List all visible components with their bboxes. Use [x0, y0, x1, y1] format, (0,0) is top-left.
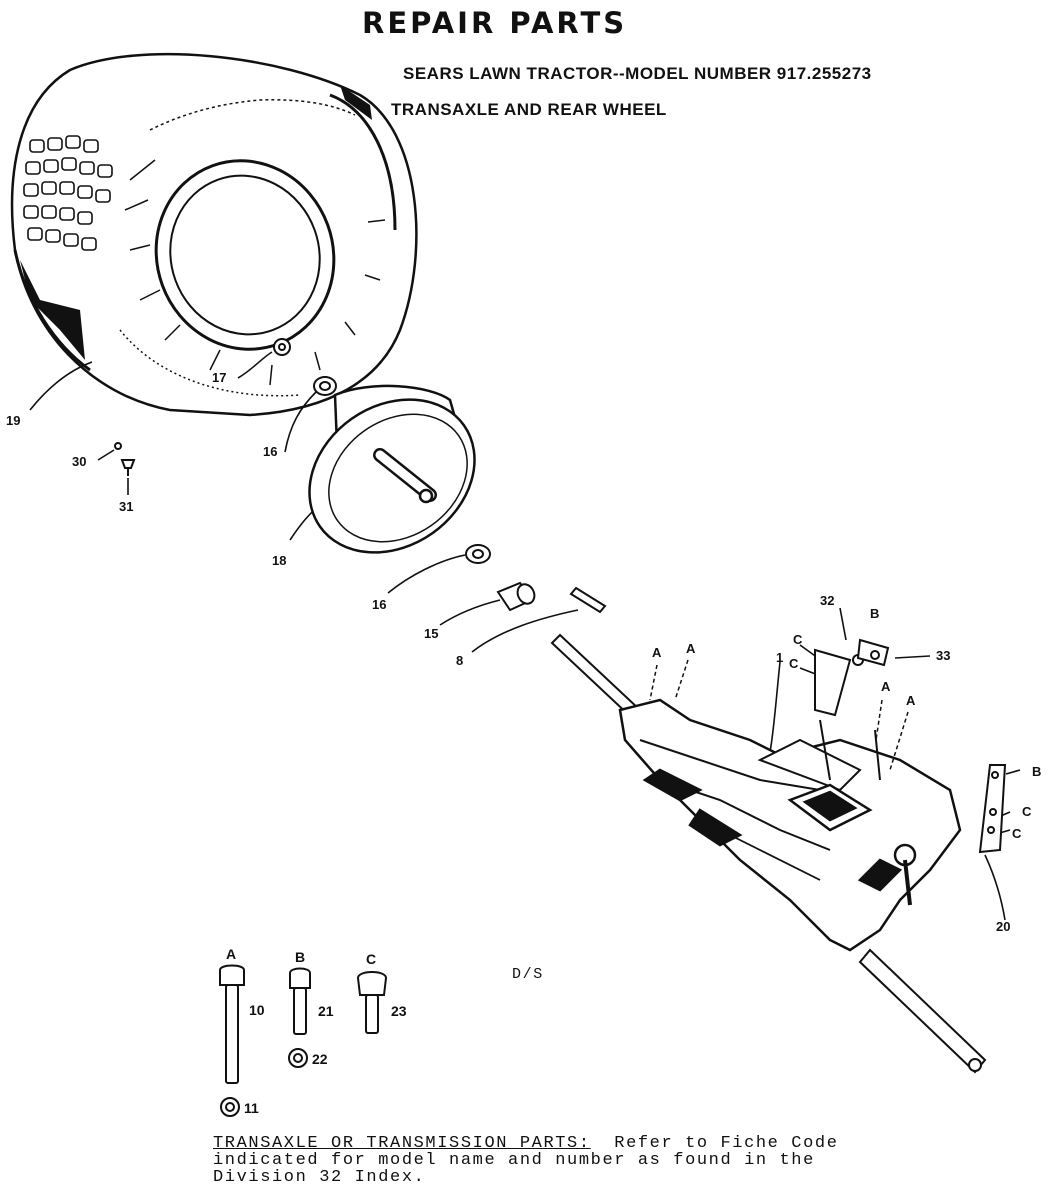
hardware-b-label: B — [295, 949, 306, 965]
callout-c-2: C — [789, 656, 799, 671]
callout-a-2: A — [686, 641, 696, 656]
callout-a-3: A — [881, 679, 891, 694]
callout-a-4: A — [906, 693, 916, 708]
footer-line-1-rest: Refer to Fiche Code — [614, 1134, 839, 1153]
callout-1: 1 — [776, 650, 784, 665]
callout-18: 18 — [272, 553, 287, 568]
fiche-code: D/S — [512, 966, 544, 983]
callout-17: 17 — [212, 370, 227, 385]
nut-11-label: 11 — [244, 1100, 259, 1116]
hardware-a-label: A — [226, 946, 237, 962]
footer-line-3: Division 32 Index. — [213, 1168, 426, 1187]
callout-15: 15 — [424, 626, 439, 641]
wheel-rim — [308, 384, 476, 554]
section-title: TRANSAXLE AND REAR WHEEL — [391, 100, 667, 119]
callout-20: 20 — [996, 919, 1011, 934]
footer-heading: TRANSAXLE OR TRANSMISSION PARTS: — [213, 1134, 591, 1153]
rear-tire — [10, 52, 418, 417]
model-line: SEARS LAWN TRACTOR--MODEL NUMBER 917.255… — [403, 64, 872, 83]
hardware-c-label: C — [366, 951, 377, 967]
callout-31: 31 — [119, 499, 134, 514]
callout-8: 8 — [456, 653, 464, 668]
hardware-10-label: 10 — [249, 1002, 265, 1018]
transaxle-body — [618, 698, 962, 952]
callout-19: 19 — [6, 413, 21, 428]
footer-line-2: indicated for model name and number as f… — [213, 1151, 815, 1170]
callout-33: 33 — [936, 648, 951, 663]
nut-22-label: 22 — [312, 1051, 328, 1067]
callout-c-1: C — [793, 632, 803, 647]
callout-30: 30 — [72, 454, 87, 469]
callout-b-1: B — [870, 606, 880, 621]
callout-16-lower: 16 — [372, 597, 387, 612]
callout-b-2: B — [1032, 764, 1042, 779]
hardware-kit — [219, 964, 388, 1117]
callout-32: 32 — [820, 593, 835, 608]
page-title: REPAIR PARTS — [362, 6, 628, 40]
callout-16-upper: 16 — [263, 444, 278, 459]
callout-c-4: C — [1012, 826, 1022, 841]
footer-note: TRANSAXLE OR TRANSMISSION PARTS: Refer t… — [213, 1135, 1003, 1186]
hardware-23-label: 23 — [391, 1003, 407, 1019]
footer-line-1: TRANSAXLE OR TRANSMISSION PARTS: Refer t… — [213, 1135, 1003, 1152]
hardware-21-label: 21 — [318, 1003, 334, 1019]
callout-c-3: C — [1022, 804, 1032, 819]
callout-a-1: A — [652, 645, 662, 660]
